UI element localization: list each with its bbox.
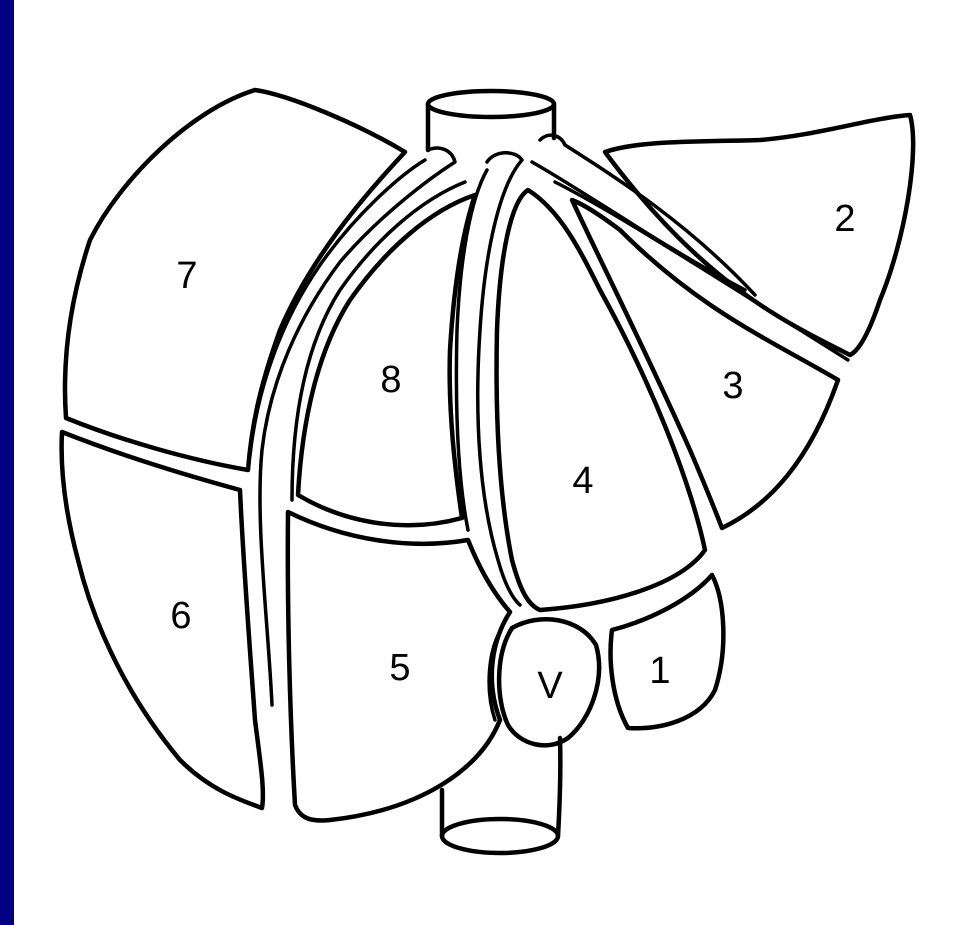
- segment-1-label: 1: [649, 650, 670, 692]
- segment-7-label: 7: [176, 255, 197, 297]
- segment-3: [572, 200, 838, 528]
- ivc-bottom: [442, 738, 560, 853]
- segment-4-label: 4: [572, 460, 593, 502]
- segment-8-label: 8: [380, 359, 401, 401]
- segment-7: [65, 90, 405, 470]
- diagram-panel: 1 2 3 4 5 6 7 8 V: [14, 0, 979, 925]
- segment-6-label: 6: [170, 595, 191, 637]
- segment-3-label: 3: [722, 365, 743, 407]
- portal-vein-label: V: [537, 665, 563, 707]
- segment-6: [62, 432, 263, 808]
- segment-4: [497, 190, 705, 610]
- ivc-top: [428, 91, 554, 150]
- liver-segments-diagram: 1 2 3 4 5 6 7 8 V: [14, 0, 979, 925]
- segment-2-label: 2: [834, 198, 855, 240]
- segment-5-label: 5: [389, 647, 410, 689]
